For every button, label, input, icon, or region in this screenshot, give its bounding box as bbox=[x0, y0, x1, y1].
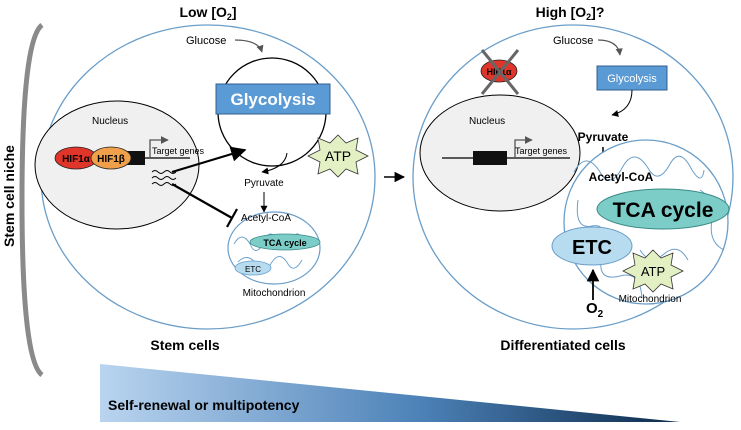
left-caption: Stem cells bbox=[150, 337, 219, 353]
right-atp-label: ATP bbox=[641, 264, 665, 279]
right-glycolysis-out-arrow bbox=[611, 89, 633, 117]
left-hif1a-label: HIF1α bbox=[62, 154, 91, 165]
right-glucose-label: Glucose bbox=[553, 35, 593, 47]
left-target-genes-label: Target genes bbox=[152, 146, 205, 156]
left-hif1b bbox=[90, 146, 132, 170]
right-mitochondrion-label: Mitochondrion bbox=[619, 294, 682, 305]
o2-label: O2 bbox=[586, 300, 604, 320]
left-glycolysis-out-arrow bbox=[261, 152, 288, 175]
left-tca-label: TCA cycle bbox=[263, 238, 306, 248]
left-title: Low [O2] bbox=[179, 4, 236, 22]
left-acetyl-coa-label: Acetyl-CoA bbox=[241, 213, 291, 224]
right-tca-oval bbox=[596, 188, 730, 230]
right-hre-box bbox=[473, 151, 507, 165]
left-promoter-arrow bbox=[149, 136, 169, 158]
niche-bracket bbox=[19, 23, 44, 377]
right-etc-label: ETC bbox=[572, 237, 612, 259]
left-glycolysis-box bbox=[215, 83, 331, 115]
right-acetyl-coa-label: Acetyl-CoA bbox=[589, 170, 654, 184]
left-pyruvate-label: Pyruvate bbox=[244, 178, 284, 189]
left-atp-label: ATP bbox=[325, 148, 351, 164]
hif1a-cross-2 bbox=[480, 49, 520, 95]
right-glycolysis-label: Glycolysis bbox=[607, 73, 657, 85]
mrna-2 bbox=[151, 176, 177, 180]
right-tca-label: TCA cycle bbox=[613, 199, 714, 222]
left-glucose-label: Glucose bbox=[186, 35, 226, 47]
left-etc-oval bbox=[234, 260, 272, 276]
left-tca-oval bbox=[249, 233, 321, 251]
gradient-wedge bbox=[100, 364, 680, 422]
left-atp-star bbox=[307, 134, 369, 178]
left-etc-label: ETC bbox=[245, 265, 261, 274]
left-hre-box bbox=[127, 151, 145, 165]
right-pyruvate-label: Pyruvate bbox=[578, 130, 629, 144]
right-atp-star bbox=[622, 249, 684, 293]
left-mitochondrion-label: Mitochondrion bbox=[243, 288, 306, 299]
inhibition-line bbox=[171, 183, 233, 219]
left-hif1b-label: HIF1β bbox=[97, 154, 125, 165]
left-glucose-arrow bbox=[234, 39, 264, 53]
mrna-1 bbox=[151, 170, 177, 174]
right-glycolysis-box bbox=[596, 65, 668, 91]
right-nucleus-label: Nucleus bbox=[469, 116, 505, 127]
left-nucleus-label: Nucleus bbox=[92, 116, 128, 127]
activation-arrow bbox=[171, 146, 247, 174]
mrna-3 bbox=[151, 182, 177, 186]
gradient-label: Self-renewal or multipotency bbox=[108, 397, 300, 413]
right-etc-oval bbox=[551, 226, 633, 266]
inhibition-bar bbox=[226, 208, 238, 228]
left-glycolysis-label: Glycolysis bbox=[230, 90, 315, 109]
right-glucose-arrow bbox=[597, 39, 623, 56]
right-target-genes-label: Target genes bbox=[515, 146, 568, 156]
right-promoter-arrow bbox=[514, 136, 533, 158]
niche-label: Stem cell niche bbox=[1, 145, 17, 247]
right-title: High [O2]? bbox=[536, 4, 605, 22]
right-caption: Differentiated cells bbox=[500, 337, 625, 353]
